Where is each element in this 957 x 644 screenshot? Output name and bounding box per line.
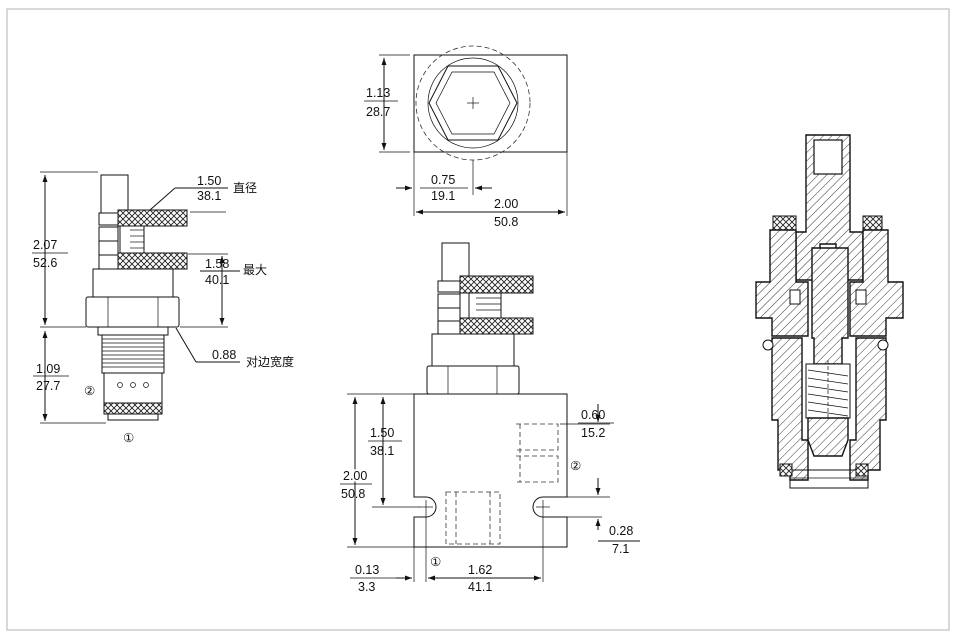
top-view: 1.13 28.7 0.75 19.1 2.00 50.8 xyxy=(364,45,568,229)
front-holes-in: 1.62 xyxy=(468,563,492,577)
side-dia-in: 1.50 xyxy=(197,174,221,188)
page-border xyxy=(6,8,950,631)
side-insert-mm: 27.7 xyxy=(36,379,60,393)
side-dia-label: 直径 xyxy=(233,181,257,195)
top-h-in: 1.13 xyxy=(366,86,390,100)
side-port2: ② xyxy=(84,384,95,398)
front-port1: ① xyxy=(430,555,441,569)
front-edge-in: 0.13 xyxy=(355,563,379,577)
side-height-mm: 52.6 xyxy=(33,256,57,270)
front-h-mm: 50.8 xyxy=(341,487,365,501)
top-h-mm: 28.7 xyxy=(366,105,390,119)
top-w-in: 2.00 xyxy=(494,197,518,211)
side-height-in: 2.07 xyxy=(33,238,57,252)
front-center-mm: 38.1 xyxy=(370,444,394,458)
side-max-mm: 40.1 xyxy=(205,273,229,287)
front-view: 1.50 38.1 2.00 50.8 0.60 15.2 0.28 7.1 0… xyxy=(340,242,640,594)
front-edge-mm: 3.3 xyxy=(358,580,375,594)
side-port1: ① xyxy=(123,431,134,445)
front-port2: ② xyxy=(570,459,581,473)
front-holes-mm: 41.1 xyxy=(468,580,492,594)
side-dia-mm: 38.1 xyxy=(197,189,221,203)
top-off-in: 0.75 xyxy=(431,173,455,187)
front-p2-mm: 15.2 xyxy=(581,426,605,440)
side-insert-in: 1.09 xyxy=(36,362,60,376)
front-center-in: 1.50 xyxy=(370,426,394,440)
side-max-label: 最大 xyxy=(243,263,267,277)
front-h-in: 2.00 xyxy=(343,469,367,483)
cross-section-view xyxy=(755,134,904,489)
front-p1-mm: 7.1 xyxy=(612,542,629,556)
front-p1-in: 0.28 xyxy=(609,524,633,538)
top-off-mm: 19.1 xyxy=(431,189,455,203)
side-hex-in: 0.88 xyxy=(212,348,236,362)
side-view: 2.07 52.6 1.50 38.1 直径 1.58 40.1 最大 0.88… xyxy=(32,171,294,445)
front-p2-in: 0.60 xyxy=(581,408,605,422)
top-w-mm: 50.8 xyxy=(494,215,518,229)
side-max-in: 1.58 xyxy=(205,257,229,271)
side-hex-label: 对边宽度 xyxy=(246,354,294,369)
